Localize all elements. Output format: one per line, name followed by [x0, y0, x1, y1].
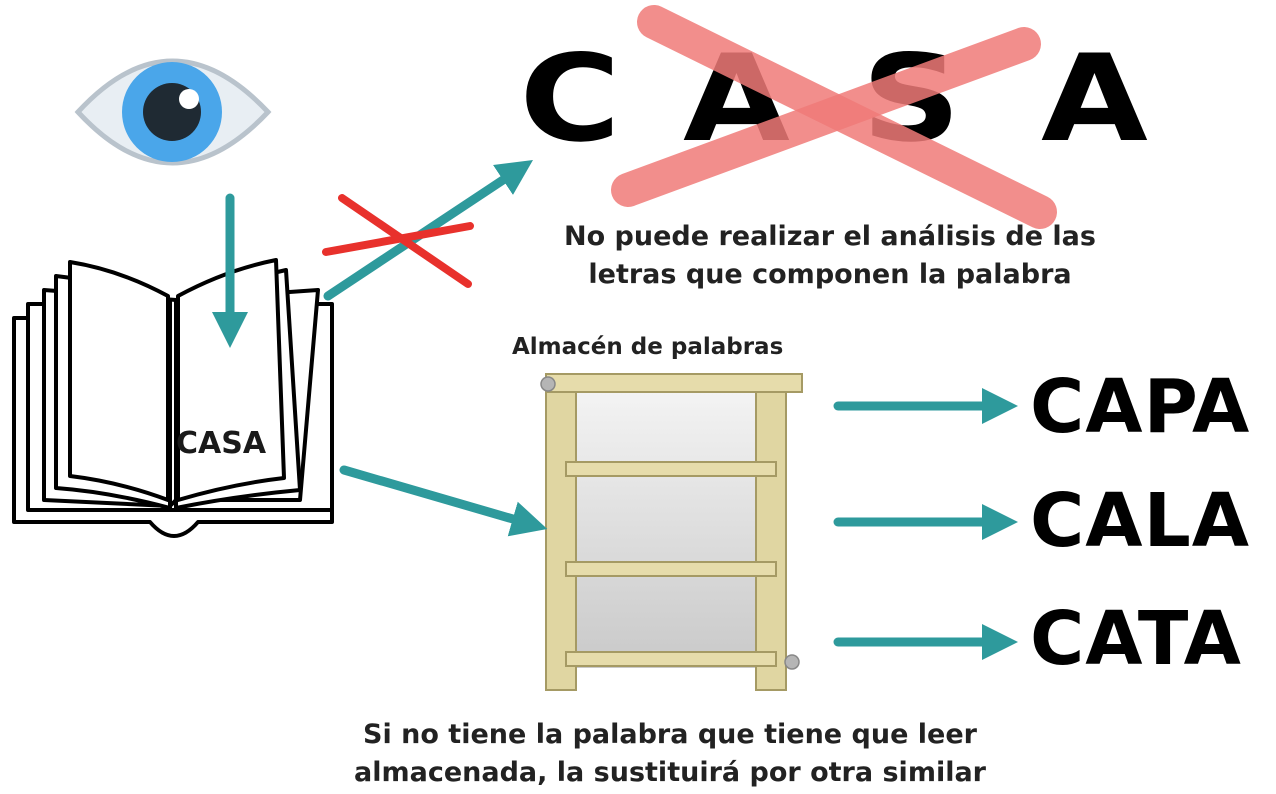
- top-caption-line-1: No puede realizar el análisis de las: [564, 221, 1096, 252]
- similar-word-3: CATA: [1030, 596, 1242, 682]
- top-caption: No puede realizar el análisis de las let…: [520, 218, 1140, 294]
- book-to-store-arrow: [339, 465, 548, 537]
- bottom-caption-line-2: almacenada, la sustituirá por otra simil…: [354, 757, 986, 788]
- similar-word-1: CAPA: [1030, 364, 1251, 450]
- bookshelf-icon: [540, 373, 803, 691]
- cross-icon: [322, 194, 474, 288]
- big-letter-a2: A: [1041, 30, 1148, 169]
- bottom-caption-line-1: Si no tiene la palabra que tiene que lee…: [363, 719, 977, 750]
- store-title: Almacén de palabras: [512, 334, 784, 360]
- open-book-icon: [12, 258, 334, 538]
- bottom-caption: Si no tiene la palabra que tiene que lee…: [330, 716, 1010, 792]
- book-word: CASA: [176, 426, 267, 461]
- similar-word-2: CALA: [1030, 478, 1251, 564]
- eye-icon: [74, 58, 272, 166]
- big-letter-c: C: [519, 30, 621, 169]
- top-caption-line-2: letras que componen la palabra: [588, 259, 1072, 290]
